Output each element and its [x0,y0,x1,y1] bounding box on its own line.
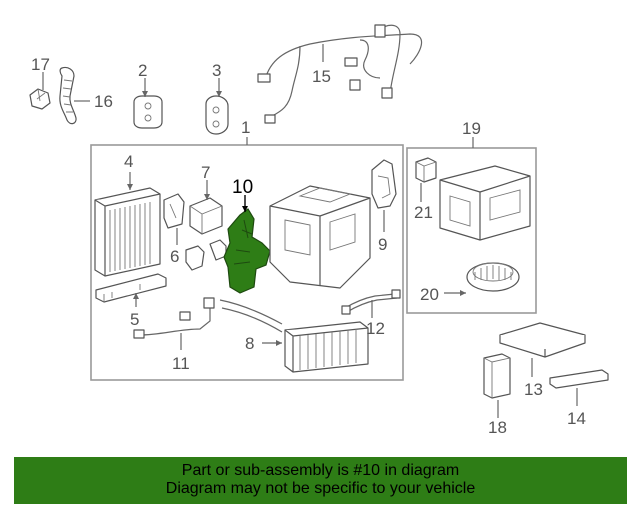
callout-8: 8 [245,334,254,353]
part-14-drawing [549,369,609,389]
callout-5: 5 [130,310,139,329]
callout-1: 1 [241,118,250,137]
callout-15: 15 [312,67,331,86]
blower-case-drawing [439,165,531,241]
callout-3: 3 [212,61,221,80]
part-17-drawing [29,88,51,110]
arrow-8 [276,340,282,346]
part-11-drawing [133,297,215,339]
part-18-drawing [483,353,511,399]
arrow-7 [204,194,210,200]
part-20-drawing [466,262,520,292]
banner-line-1: Part or sub-assembly is #10 in diagram [181,462,460,479]
callout-14: 14 [567,409,586,428]
part-5-drawing [95,273,167,303]
callout-12: 12 [366,319,385,338]
callout-21: 21 [414,203,433,222]
group-box-19 [406,147,537,314]
part-15-drawing [257,24,423,124]
part-16-drawing [59,66,77,125]
part-small-bracket [185,245,205,271]
callout-6: 6 [170,247,179,266]
arrow-20 [460,290,466,296]
arrow-5 [133,293,139,299]
fitment-notice-banner: Part or sub-assembly is #10 in diagram D… [14,457,627,504]
part-10-drawing [223,208,271,294]
arrow-4 [127,184,133,190]
callout-20: 20 [420,285,439,304]
part-7-drawing [189,197,223,235]
callout-18: 18 [488,418,507,437]
part-6-drawing [163,193,185,229]
part-4-drawing [94,187,161,277]
callout-2: 2 [138,61,147,80]
callout-13: 13 [524,380,543,399]
callout-9: 9 [378,235,387,254]
callout-19: 19 [462,119,481,138]
callout-10: 10 [232,177,253,198]
part-21-drawing [415,157,437,183]
part-2-drawing [133,95,163,129]
banner-line-2: Diagram may not be specific to your vehi… [165,480,476,497]
arrow-3 [216,91,222,97]
ac-case-drawing [269,185,371,289]
arrow-10 [242,206,248,212]
callout-17: 17 [31,55,50,74]
part-3-drawing [205,95,229,135]
part-9-drawing [371,159,397,209]
part-13-drawing [499,322,586,358]
callout-16: 16 [94,92,113,111]
callout-7: 7 [201,163,210,182]
part-12-drawing [341,289,401,315]
callout-4: 4 [124,152,133,171]
arrow-2 [142,91,148,97]
callout-11: 11 [172,354,190,373]
part-8-drawing [219,299,369,373]
